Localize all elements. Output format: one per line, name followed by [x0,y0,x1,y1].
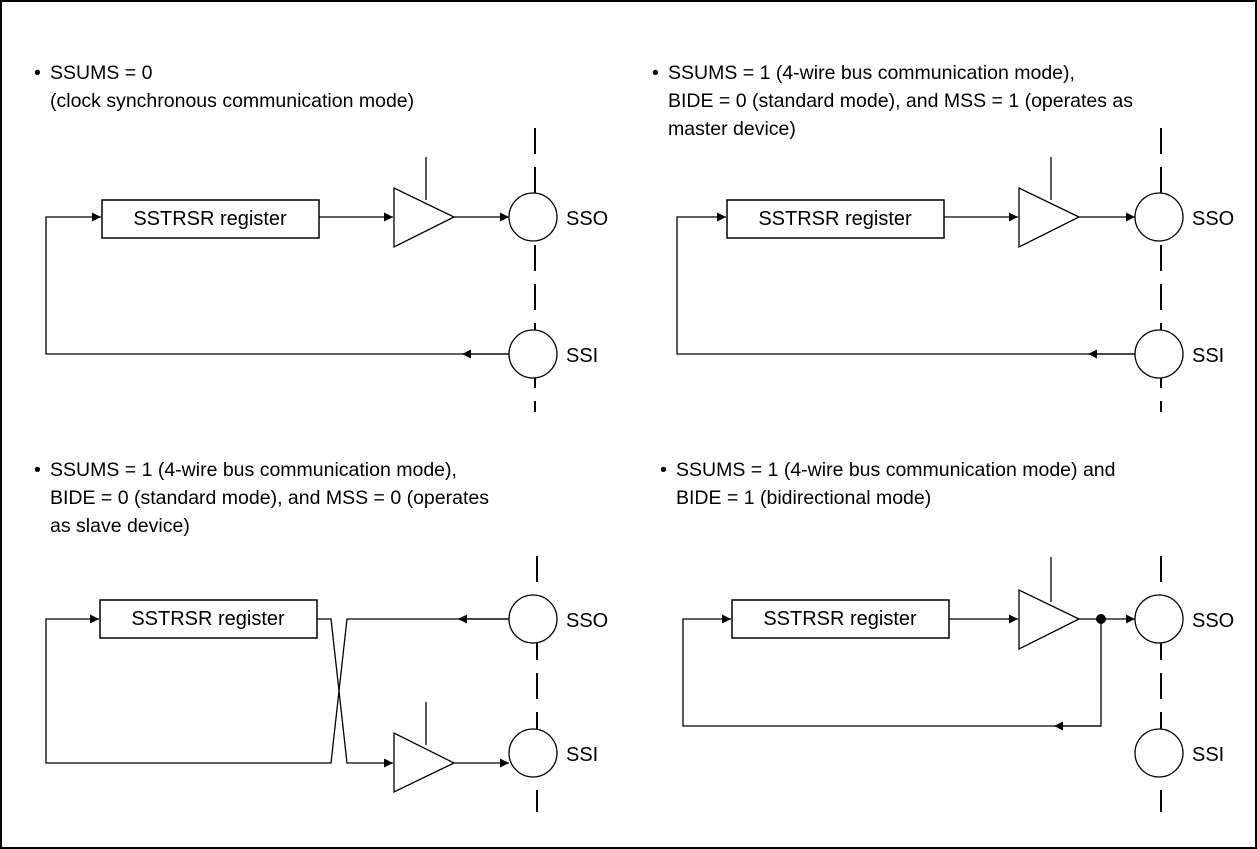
ssi-label: SSI [566,744,598,766]
sstrsr-register-box [99,599,318,639]
output-buffer [1018,588,1081,651]
ssi-pin [508,728,558,778]
caption-bidirectional: • SSUMS = 1 (4-wire bus communication mo… [660,459,1115,509]
output-buffer [393,731,456,794]
caption-line-1: SSUMS = 1 (4-wire bus communication mode… [676,459,1115,481]
sso-label: SSO [1192,610,1234,632]
caption-line-3: as slave device) [50,515,190,537]
caption-line-3: master device) [668,118,796,140]
caption-bullet: • [660,459,667,481]
sso-label: SSO [1192,208,1234,230]
sso-pin [1134,192,1184,242]
ssi-label: SSI [566,345,598,367]
sstrsr-register-box [726,199,945,239]
caption-line-2: (clock synchronous communication mode) [50,90,414,112]
register-output-path [317,618,393,768]
sso-label: SSO [566,610,608,632]
caption-bullet: • [34,62,41,84]
caption-four-wire-master: • SSUMS = 1 (4-wire bus communication mo… [652,62,1133,140]
panel-bidirectional: • SSUMS = 1 (4-wire bus communication mo… [660,459,1234,812]
panel-four-wire-master: • SSUMS = 1 (4-wire bus communication mo… [652,62,1234,412]
sso-pin [1134,594,1184,644]
panel-clock-sync: • SSUMS = 0 (clock synchronous communica… [34,62,608,412]
panel-four-wire-slave: • SSUMS = 1 (4-wire bus communication mo… [34,459,608,812]
sstrsr-register-label: SSTRSR register [131,608,285,630]
ssi-feedback-path [45,212,509,355]
caption-line-2: BIDE = 0 (standard mode), and MSS = 0 (o… [50,487,489,509]
caption-line-1: SSUMS = 1 (4-wire bus communication mode… [50,459,457,481]
sso-pin [508,594,558,644]
ssi-label: SSI [1192,345,1224,367]
ssi-pin [1134,329,1184,379]
caption-bullet: • [652,62,659,84]
caption-line-1: SSUMS = 1 (4-wire bus communication mode… [668,62,1075,84]
caption-clock-sync: • SSUMS = 0 (clock synchronous communica… [34,62,414,112]
ssi-label: SSI [1192,744,1224,766]
sstrsr-register-label: SSTRSR register [763,608,917,630]
sstrsr-register-label: SSTRSR register [758,208,912,230]
caption-line-1: SSUMS = 0 [50,62,153,84]
bidirectional-feedback-path [682,614,1102,727]
sso-input-path [45,614,509,764]
ssi-feedback-path [676,212,1135,355]
sso-pin [508,192,558,242]
sso-label: SSO [566,208,608,230]
output-buffer [393,186,456,249]
sstrsr-register-label: SSTRSR register [133,208,287,230]
ssi-pin [1134,728,1184,778]
caption-bullet: • [34,459,41,481]
caption-line-2: BIDE = 0 (standard mode), and MSS = 1 (o… [668,90,1133,112]
ssi-pin [508,329,558,379]
caption-four-wire-slave: • SSUMS = 1 (4-wire bus communication mo… [34,459,489,537]
sstrsr-register-box [101,199,320,239]
caption-line-2: BIDE = 1 (bidirectional mode) [676,487,931,509]
output-buffer [1018,186,1081,249]
